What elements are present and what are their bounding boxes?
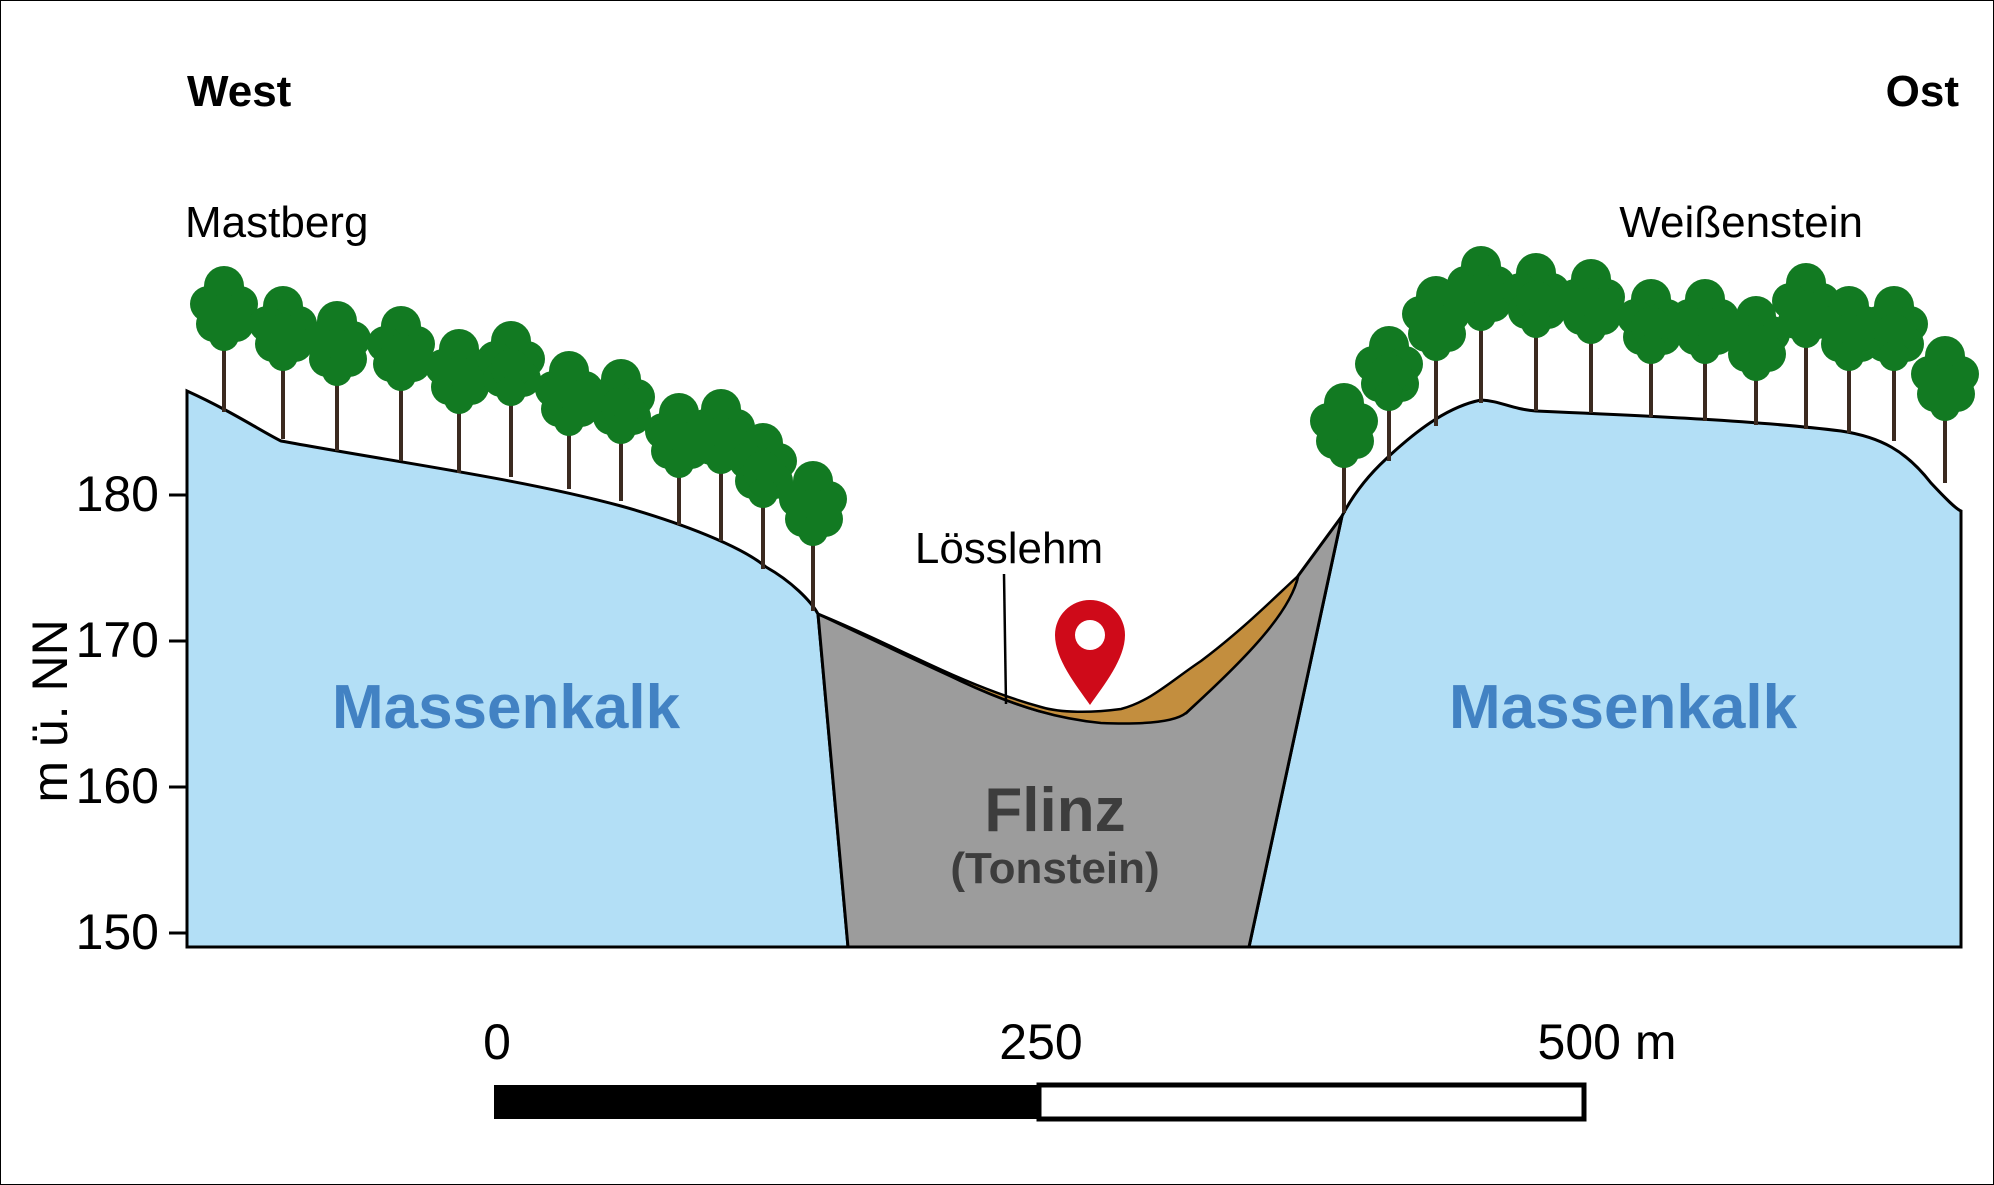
forest-left <box>190 266 847 611</box>
tree-icon <box>1815 286 1883 433</box>
unit-label-loesslehm: Lösslehm <box>915 524 1103 573</box>
tree-icon <box>1722 296 1790 425</box>
tick-label-150: 150 <box>76 904 159 960</box>
scale-label-500m: 500 m <box>1538 1014 1677 1070</box>
tick-label-180: 180 <box>76 466 159 522</box>
axis-label: m ü. NN <box>22 619 78 802</box>
location-pin-icon <box>1055 600 1125 705</box>
loess-leader-line <box>1002 573 1008 705</box>
limestone-left-body <box>185 388 850 949</box>
loess-layer <box>817 572 1300 725</box>
tree-icon <box>249 286 317 439</box>
tree-icon <box>779 461 847 611</box>
scale-bar: 0 250 500 m <box>483 1014 1677 1122</box>
unit-label-massenkalk-left: Massenkalk <box>332 673 681 742</box>
tick-label-160: 160 <box>76 758 159 814</box>
peak-label-weissenstein: Weißenstein <box>1619 198 1863 247</box>
tree-icon <box>1355 326 1423 461</box>
tree-icon <box>1310 383 1378 513</box>
direction-east: Ost <box>1886 67 1960 116</box>
tree-icon <box>1557 259 1625 413</box>
direction-west: West <box>187 67 292 116</box>
peak-label-mastberg: Mastberg <box>185 198 368 247</box>
tree-icon <box>535 351 603 489</box>
scale-bar-black-segment <box>494 1085 1039 1119</box>
tree-icon <box>190 266 258 412</box>
scale-label-250: 250 <box>999 1014 1082 1070</box>
tree-icon <box>477 321 545 477</box>
tree-icon <box>729 423 797 569</box>
tick-label-170: 170 <box>76 612 159 668</box>
tree-icon <box>303 301 371 451</box>
tree-icon <box>1402 276 1470 426</box>
tree-icon <box>587 359 655 501</box>
limestone-right-body <box>1247 398 1963 949</box>
scale-label-0: 0 <box>483 1014 511 1070</box>
tree-icon <box>425 329 493 473</box>
unit-label-flinz: Flinz <box>984 776 1125 845</box>
tree-icon <box>367 306 435 461</box>
tree-icon <box>1502 253 1570 411</box>
unit-label-massenkalk-right: Massenkalk <box>1449 673 1798 742</box>
forest-right <box>1310 246 1979 513</box>
scale-bar-white-segment <box>1036 1082 1587 1122</box>
unit-label-tonstein: (Tonstein) <box>950 844 1159 893</box>
tree-icon <box>1911 336 1979 483</box>
tree-icon <box>1860 286 1928 441</box>
elevation-axis: 180 170 160 150 m ü. NN <box>22 466 188 960</box>
tree-icon <box>1617 279 1685 417</box>
